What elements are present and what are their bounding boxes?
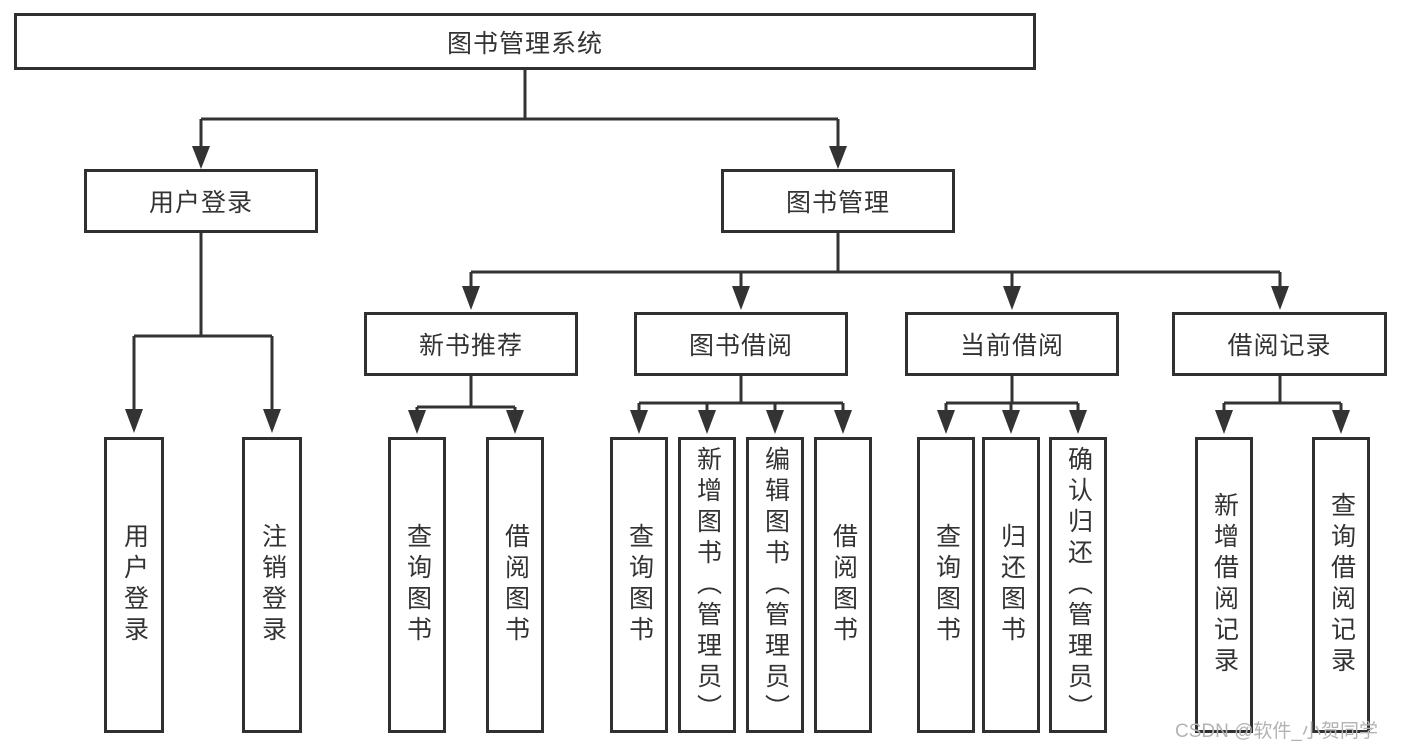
leaf-bb-query-books: 查询图书 [610,437,668,733]
leaf-bb-add-books-admin: 新增图书（管理员） [678,437,736,733]
leaf-bb-add-books-admin-label: 新增图书（管理员） [693,445,722,725]
leaf-cb-confirm-return-admin-label: 确认归还（管理员） [1064,445,1093,725]
node-user-login-label: 用户登录 [148,189,253,217]
leaf-cb-return-books-label: 归还图书 [997,523,1026,647]
connector-new-book-recommendation [408,376,524,434]
leaf-cb-query-books-label: 查询图书 [932,523,961,647]
connector-borrowing-records [1215,376,1350,434]
node-new-book-recommendation: 新书推荐 [364,312,578,376]
connector-book-management [462,233,1289,310]
arrowhead-icon [506,410,524,434]
arrowhead-icon [766,410,784,434]
arrowhead-icon [1271,286,1289,310]
leaf-nb-borrow-books-label: 借阅图书 [501,523,530,647]
node-book-borrowing-label: 图书借阅 [688,332,793,360]
node-borrowing-records: 借阅记录 [1172,312,1387,376]
node-user-login: 用户登录 [84,169,318,233]
leaf-cb-return-books: 归还图书 [982,437,1040,733]
arrowhead-icon [408,410,426,434]
connector-root [192,70,847,169]
leaf-logout: 注销登录 [242,437,302,733]
leaf-br-add-record: 新增借阅记录 [1195,437,1253,733]
node-current-borrowing-label: 当前借阅 [959,332,1064,360]
arrowhead-icon [263,409,281,433]
arrowhead-icon [1069,410,1087,434]
connector-user-login [125,233,281,433]
arrowhead-icon [1215,410,1233,434]
leaf-user-login-label: 用户登录 [120,523,149,647]
arrowhead-icon [462,286,480,310]
leaf-cb-confirm-return-admin: 确认归还（管理员） [1049,437,1107,733]
leaf-br-query-record: 查询借阅记录 [1312,437,1370,733]
node-new-book-recommendation-label: 新书推荐 [418,332,523,360]
arrowhead-icon [937,410,955,434]
leaf-bb-borrow-books-label: 借阅图书 [829,523,858,647]
arrowhead-icon [1002,410,1020,434]
node-book-management: 图书管理 [721,169,955,233]
arrowhead-icon [698,410,716,434]
node-root-library-management-system: 图书管理系统 [14,13,1036,70]
node-book-borrowing: 图书借阅 [634,312,848,376]
arrowhead-icon [829,146,847,169]
leaf-br-add-record-label: 新增借阅记录 [1210,492,1239,678]
leaf-logout-label: 注销登录 [258,523,287,647]
node-book-management-label: 图书管理 [785,189,890,217]
leaf-br-query-record-label: 查询借阅记录 [1327,492,1356,678]
leaf-cb-query-books: 查询图书 [917,437,975,733]
leaf-nb-query-books-label: 查询图书 [403,523,432,647]
connector-book-borrowing [630,376,852,434]
arrowhead-icon [630,410,648,434]
leaf-user-login: 用户登录 [104,437,164,733]
leaf-bb-query-books-label: 查询图书 [625,523,654,647]
csdn-watermark: CSDN @软件_小贺同学 [1175,721,1378,742]
connector-current-borrowing [937,376,1087,434]
leaf-bb-edit-books-admin-label: 编辑图书（管理员） [761,445,790,725]
node-current-borrowing: 当前借阅 [905,312,1119,376]
arrowhead-icon [834,410,852,434]
leaf-bb-edit-books-admin: 编辑图书（管理员） [746,437,804,733]
leaf-nb-borrow-books: 借阅图书 [486,437,544,733]
node-borrowing-records-label: 借阅记录 [1227,332,1332,360]
arrowhead-icon [192,146,210,169]
arrowhead-icon [1332,410,1350,434]
node-root-label: 图书管理系统 [446,29,603,58]
arrowhead-icon [1003,286,1021,310]
arrowhead-icon [732,286,750,310]
arrowhead-icon [125,409,143,433]
leaf-bb-borrow-books: 借阅图书 [814,437,872,733]
leaf-nb-query-books: 查询图书 [388,437,446,733]
